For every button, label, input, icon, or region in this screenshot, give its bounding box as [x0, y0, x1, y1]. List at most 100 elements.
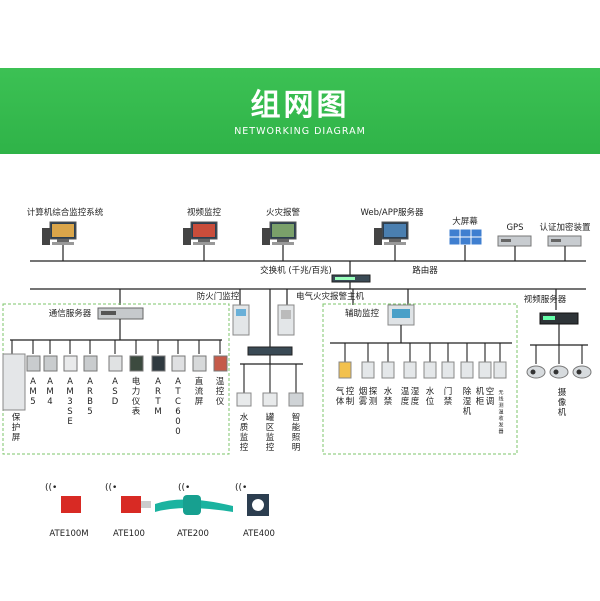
comm-device-label: 直流屏 [195, 376, 204, 407]
sensor-icon [460, 361, 474, 379]
top-label-scada: 计算机综合监控系统 [27, 207, 104, 218]
router-label: 路由器 [412, 265, 438, 276]
sensor-icon [493, 361, 507, 379]
camera-bus [530, 324, 588, 346]
encryption-device-icon [547, 235, 582, 247]
top-label-encrypt: 认证加密装置 [539, 222, 591, 233]
meter-icon [63, 355, 78, 372]
header-banner: 组网图 NETWORKING DIAGRAM [0, 68, 600, 154]
sensor-icon [381, 361, 395, 379]
wireless-signal-icon: ((• [45, 483, 57, 493]
sensor-icon [338, 361, 352, 379]
top-label-fire: 火灾报警 [266, 207, 301, 218]
camera-lens-icon [530, 369, 536, 375]
top-label-video: 视频监控 [187, 207, 222, 218]
wireless-sensor-label: ATE100 [113, 529, 145, 539]
main-bus [30, 282, 586, 355]
aux-device-label: 无线测温收发器 [498, 390, 503, 435]
aux-device-label: 烟雾 [359, 387, 368, 407]
aux-bus [330, 325, 512, 344]
middle-device-label: 水质监控 [240, 412, 249, 453]
comm-server-icon [97, 307, 144, 320]
top-label-web: Web/APP服务器 [361, 207, 424, 218]
aux-device-label: 水位 [426, 386, 435, 407]
meter-icon [129, 355, 144, 372]
page-title: 组网图 [250, 88, 350, 123]
aux-device-label: 气体 [336, 386, 345, 407]
workstation-icon [374, 221, 409, 245]
switch-label: 交换机 (千兆/百兆) [260, 265, 332, 276]
comm-server-label: 通信服务器 [49, 308, 92, 319]
sensor-icon [236, 392, 252, 407]
meter-icon [83, 355, 98, 372]
video-server-label: 视频服务器 [524, 294, 567, 305]
sensor-body-icon [183, 495, 201, 515]
comm-device-label: 温控仪 [216, 376, 225, 407]
camera-devices: 摄像机 [526, 345, 592, 418]
camera-lens-icon [553, 369, 559, 375]
aux-monitor-group [322, 303, 518, 455]
sensor-clamp-icon [250, 497, 266, 513]
top-label-bigscreen: 大屏幕 [452, 216, 478, 227]
aux-device-label: 控制 [346, 386, 355, 407]
middle-device-label: 罐区监控 [266, 412, 275, 453]
meter-icon [192, 355, 207, 372]
top-label-gps: GPS [506, 223, 523, 233]
wireless-signal-icon: ((• [178, 483, 190, 493]
sensor-tab-icon [141, 501, 151, 508]
sensor-body-icon [121, 496, 141, 513]
camera-label: 摄像机 [558, 387, 567, 418]
sensor-icon [288, 392, 304, 407]
meter-icon [108, 355, 123, 372]
sensor-icon [423, 361, 437, 379]
aux-device-label: 机柜 [476, 386, 485, 407]
sensor-icon [262, 392, 278, 407]
meter-icon [43, 355, 58, 372]
sensor-icon [361, 361, 375, 379]
video-server-icon [539, 312, 579, 325]
fire-alarm-host-icon [277, 304, 295, 336]
middle-bus [240, 355, 303, 365]
wireless-signal-icon: ((• [235, 483, 247, 493]
meter-icon [26, 355, 41, 372]
workstation-icon [262, 221, 297, 245]
meter-icon [213, 355, 228, 372]
aux-device-label: 湿度 [411, 386, 420, 407]
aux-device-label: 温度 [401, 386, 410, 407]
sensor-icon [478, 361, 492, 379]
switch-icon [331, 274, 371, 283]
big-screen-icon [448, 228, 483, 246]
sensor-body-icon [61, 496, 81, 513]
protection-panel-icon [2, 353, 26, 411]
meter-icon [171, 355, 186, 372]
fire-host-label: 电气火灾报警主机 [296, 291, 365, 302]
fire-door-label: 防火门监控 [197, 291, 240, 302]
camera-icon [526, 365, 546, 379]
gps-device-icon [497, 235, 532, 247]
fire-door-controller-icon [232, 304, 250, 336]
wireless-sensor-label: ATE400 [243, 529, 275, 539]
comm-bus [10, 319, 222, 341]
aux-device-label: 除湿机 [463, 386, 472, 417]
camera-icon [572, 365, 592, 379]
aux-device-label: 门禁 [444, 386, 453, 407]
middle-switch-icon [247, 346, 293, 356]
aux-controller-icon [387, 304, 415, 326]
aux-device-label: 空调 [486, 386, 495, 407]
